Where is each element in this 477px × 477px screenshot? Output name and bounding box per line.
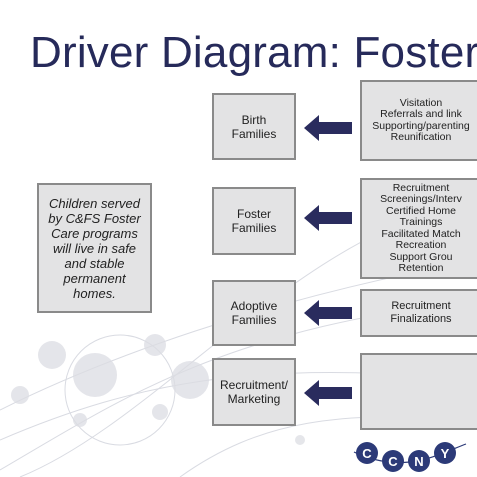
change-idea-item: Support Grou bbox=[389, 250, 453, 263]
change-idea-item: Screenings/Interv bbox=[380, 193, 462, 205]
logo-letter: N bbox=[408, 450, 430, 472]
change-idea-item: Reunification bbox=[390, 131, 452, 143]
change-ideas-box-birth: Visitation Referrals and link Supporting… bbox=[360, 80, 477, 161]
change-idea-item: Visitation bbox=[399, 96, 443, 109]
change-idea-item: Referrals and link bbox=[380, 108, 462, 120]
logo-letter: C bbox=[382, 450, 404, 472]
change-ideas-box-recruitment bbox=[360, 353, 477, 430]
change-ideas-box-adoptive: Recruitment Finalizations bbox=[360, 289, 477, 337]
ccny-logo: C C N Y bbox=[350, 438, 470, 472]
change-idea-item: Trainings bbox=[399, 216, 443, 228]
driver-box-foster-families: Foster Families bbox=[212, 187, 296, 255]
driver-label: Recruitment/ Marketing bbox=[219, 378, 289, 406]
change-idea-item: Recreation bbox=[395, 239, 447, 251]
change-idea-item: Finalizations bbox=[390, 313, 452, 325]
change-idea-item: Retention bbox=[398, 262, 444, 274]
driver-box-birth-families: Birth Families bbox=[212, 93, 296, 160]
logo-letter: C bbox=[356, 442, 378, 464]
change-idea-item: Facilitated Match bbox=[381, 227, 461, 240]
aim-text: Children served by C&FS Foster Care prog… bbox=[48, 195, 141, 301]
aim-box: Children served by C&FS Foster Care prog… bbox=[37, 183, 152, 313]
driver-label: Foster Families bbox=[231, 207, 277, 235]
change-idea-item: Recruitment bbox=[391, 300, 451, 312]
arrow-left-icon bbox=[304, 380, 352, 406]
arrow-left-icon bbox=[304, 300, 352, 326]
arrow-left-icon bbox=[304, 205, 352, 231]
change-idea-item: Certified Home bbox=[385, 204, 457, 217]
slide-title: Driver Diagram: Foster bbox=[30, 28, 477, 77]
driver-box-recruitment-marketing: Recruitment/ Marketing bbox=[212, 358, 296, 426]
arrow-left-icon bbox=[304, 115, 352, 141]
change-ideas-box-foster: Recruitment Screenings/Interv Certified … bbox=[360, 178, 477, 279]
driver-label: Birth Families bbox=[231, 112, 277, 141]
change-idea-item: Recruitment bbox=[392, 181, 450, 194]
change-idea-item: Supporting/parenting bbox=[372, 119, 470, 132]
driver-label: Adoptive Families bbox=[230, 299, 278, 327]
logo-letter: Y bbox=[434, 442, 456, 464]
driver-box-adoptive-families: Adoptive Families bbox=[212, 280, 296, 346]
